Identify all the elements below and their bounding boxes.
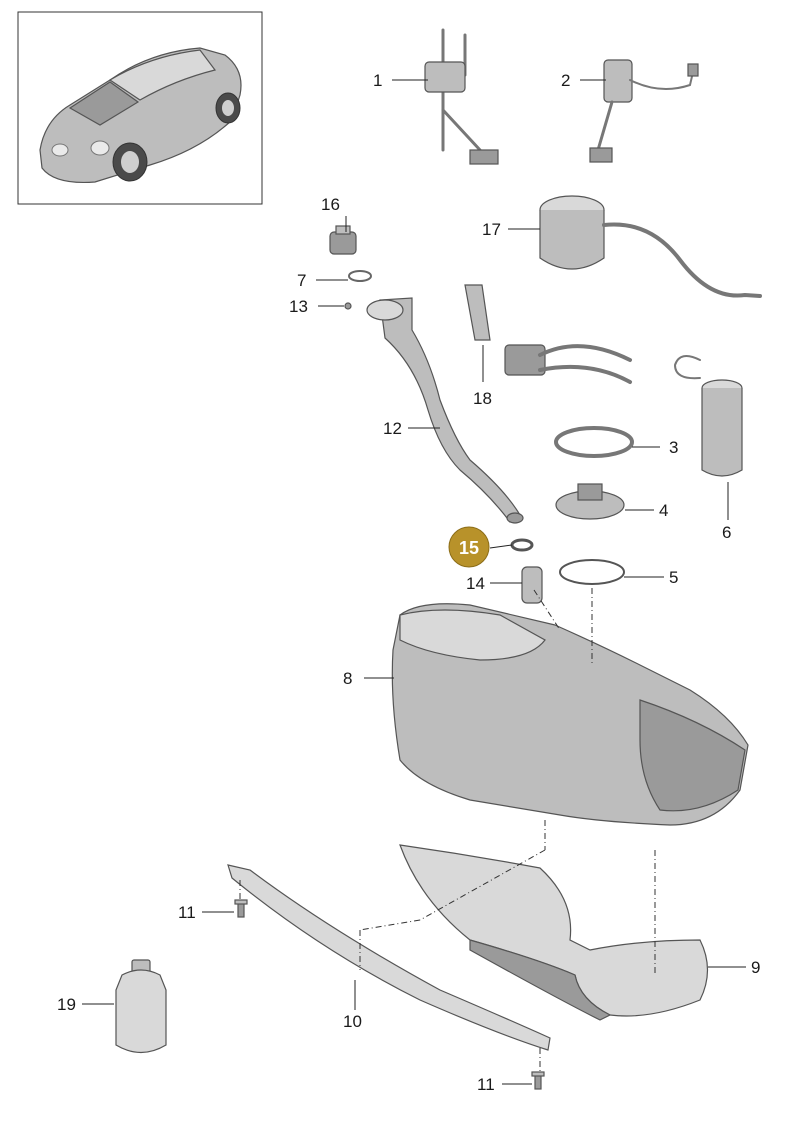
callout-11-lower[interactable]: 11 [477,1075,495,1094]
callout-6[interactable]: 6 [722,523,731,542]
callout-13[interactable]: 13 [289,297,308,316]
vehicle-thumbnail [17,11,263,205]
part-10-strap [227,864,551,1051]
part-11-screw-lower [531,1071,545,1090]
callout-9[interactable]: 9 [751,958,760,977]
part-8-fuel-tank [391,603,749,826]
assembly-lines [239,588,656,1072]
part-19-bottle [115,959,167,1054]
callout-14[interactable]: 14 [466,574,485,593]
callout-17[interactable]: 17 [482,220,501,239]
car-illustration [39,47,242,184]
part-11-screw-upper [234,899,248,918]
part-12-filler-neck [366,297,524,524]
callout-8[interactable]: 8 [343,669,352,688]
leader-lines [82,79,746,1085]
part-1-level-sender [424,28,499,165]
callout-19[interactable]: 19 [57,995,76,1014]
callout-1[interactable]: 1 [373,71,382,90]
part-13-screw [344,302,352,310]
callout-15-badge[interactable] [448,526,490,568]
callouts: 1 2 3 4 5 6 7 8 9 10 11 11 12 13 14 15 1… [57,71,760,1094]
callout-15[interactable]: 15 [459,538,479,558]
part-9-heat-shield [399,844,709,1021]
part-18-bracket [464,284,632,384]
part-6-fuel-pump [673,355,743,477]
callout-10[interactable]: 10 [343,1012,362,1031]
callout-16[interactable]: 16 [321,195,340,214]
part-7-o-ring [348,270,372,282]
part-17-canister [539,195,762,298]
part-16-valve [329,225,357,255]
callout-5[interactable]: 5 [669,568,678,587]
callout-11-upper[interactable]: 11 [178,903,196,922]
part-3-gasket [554,426,634,458]
callout-3[interactable]: 3 [669,438,678,457]
callout-18[interactable]: 18 [473,389,492,408]
part-15-clamp [510,538,534,552]
part-2-level-sender [589,59,699,163]
callout-7[interactable]: 7 [297,271,306,290]
callout-2[interactable]: 2 [561,71,570,90]
callout-4[interactable]: 4 [659,501,668,520]
part-4-flange [555,483,625,520]
callout-12[interactable]: 12 [383,419,402,438]
part-5-seal-ring [559,559,625,585]
